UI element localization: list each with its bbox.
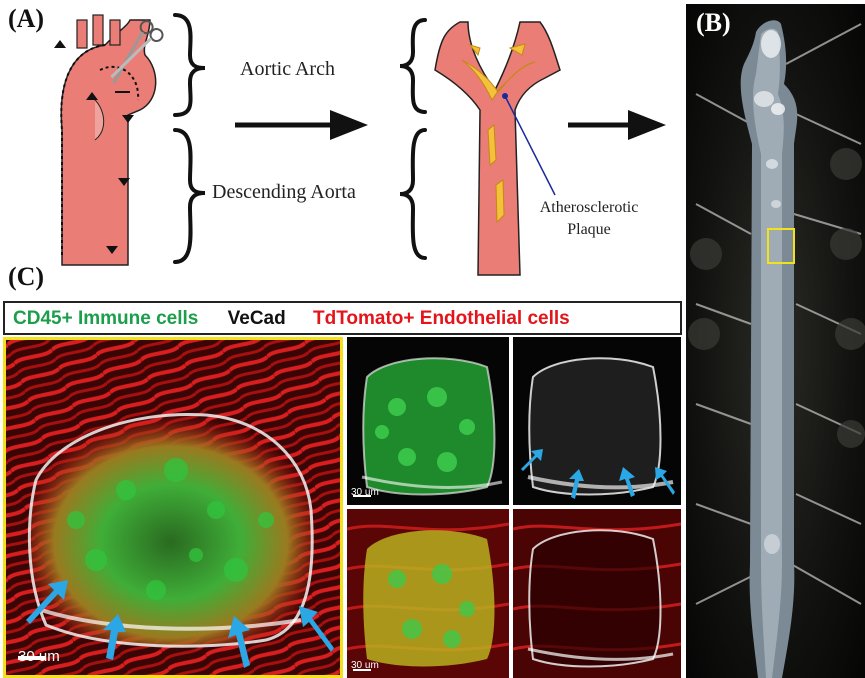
opened-aorta-diagram [434,21,561,276]
plaque-label: Atherosclerotic Plaque [527,197,651,241]
right-arrow-icon [235,110,368,140]
aorta-diagram [54,14,157,266]
merge-channel-image [347,509,509,678]
panel-a-schematic [54,13,666,276]
small-scale-label-1: 30 um [351,487,379,498]
legend-red: TdTomato+ Endothelial cells [313,308,570,329]
legend-white: VeCad [227,308,286,329]
panel-b-label: (B) [696,8,731,37]
merged-micrograph: 30 um [3,337,343,678]
merged-image [6,340,340,675]
panel-c-label: (C) [8,262,45,291]
scissors-icon [110,20,164,84]
roi-box [767,228,795,264]
blue-arrow-icon [521,449,675,499]
red-vecad-micrograph [513,509,681,678]
small-scale-label-2: 30 um [351,660,379,671]
blue-arrow-icon [26,580,334,668]
merge-micrograph: 30 um [347,509,509,678]
main-scale-label: 30 um [18,648,60,665]
panel-a-label: (A) [8,4,45,33]
red-channel-image [513,509,681,678]
vecad-channel-image [513,337,681,505]
plaque-label-line2: Plaque [567,221,611,238]
panel-b-photo [686,4,865,678]
dissected-aorta-photo [688,20,865,678]
aortic-arch-label: Aortic Arch [240,58,335,80]
green-channel-image [347,337,509,505]
legend-green: CD45+ Immune cells [13,308,199,329]
vecad-micrograph [513,337,681,505]
right-arrow-icon [568,110,666,140]
curly-brace-icon [173,13,427,264]
channel-legend: CD45+ Immune cells VeCad TdTomato+ Endot… [3,301,682,335]
green-vecad-micrograph: 30 um [347,337,509,505]
descending-aorta-label: Descending Aorta [212,181,356,203]
plaque-label-line1: Atherosclerotic [539,199,639,216]
